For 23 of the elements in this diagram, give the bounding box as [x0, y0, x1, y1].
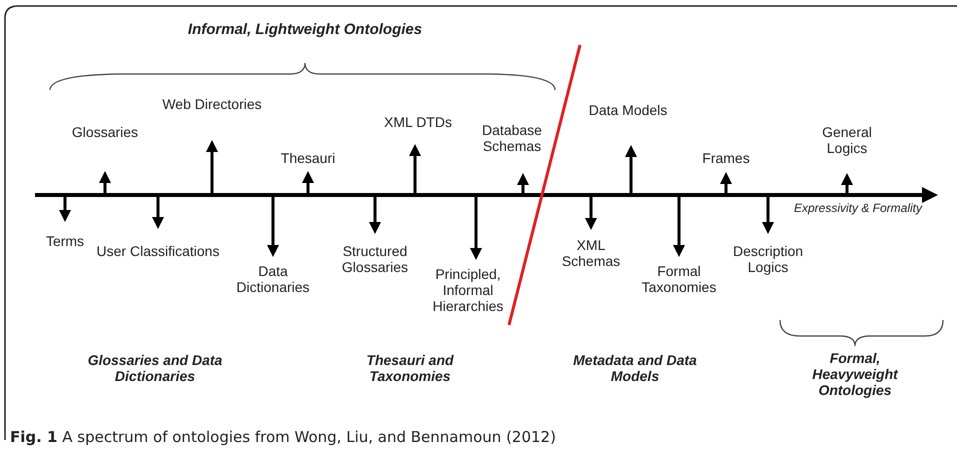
item-label: Glossaries	[70, 124, 140, 140]
item-label: Description Logics	[732, 243, 804, 275]
item-label: User Classifications	[96, 243, 220, 259]
item-label: Principled, Informal Hierarchies	[432, 266, 504, 314]
item-label: General Logics	[821, 124, 873, 156]
item-label: Data Dictionaries	[235, 263, 311, 295]
group-heading: Metadata and Data Models	[572, 352, 698, 384]
item-label: Data Models	[588, 102, 668, 118]
item-label: Frames	[701, 150, 751, 166]
item-label: Formal Taxonomies	[640, 263, 718, 295]
item-label: Structured Glossaries	[340, 243, 410, 275]
group-heading: Thesauri and Taxonomies	[365, 352, 455, 384]
item-label: Web Directories	[162, 96, 262, 112]
axis-label: Expressivity & Formality	[792, 200, 924, 216]
item-label: Terms	[44, 233, 86, 249]
item-label: Thesauri	[280, 150, 336, 166]
group-heading: Informal, Lightweight Ontologies	[186, 22, 424, 38]
group-heading: Formal, Heavyweight Ontologies	[811, 350, 900, 398]
group-heading: Glossaries and Data Dictionaries	[86, 352, 224, 384]
item-label: XML Schemas	[560, 237, 622, 269]
caption: Fig. 1 A spectrum of ontologies from Wong, Liu, and Bennamoun (2012)	[10, 428, 556, 446]
item-label: XML DTDs	[383, 114, 453, 130]
item-label: Database Schemas	[481, 122, 543, 154]
